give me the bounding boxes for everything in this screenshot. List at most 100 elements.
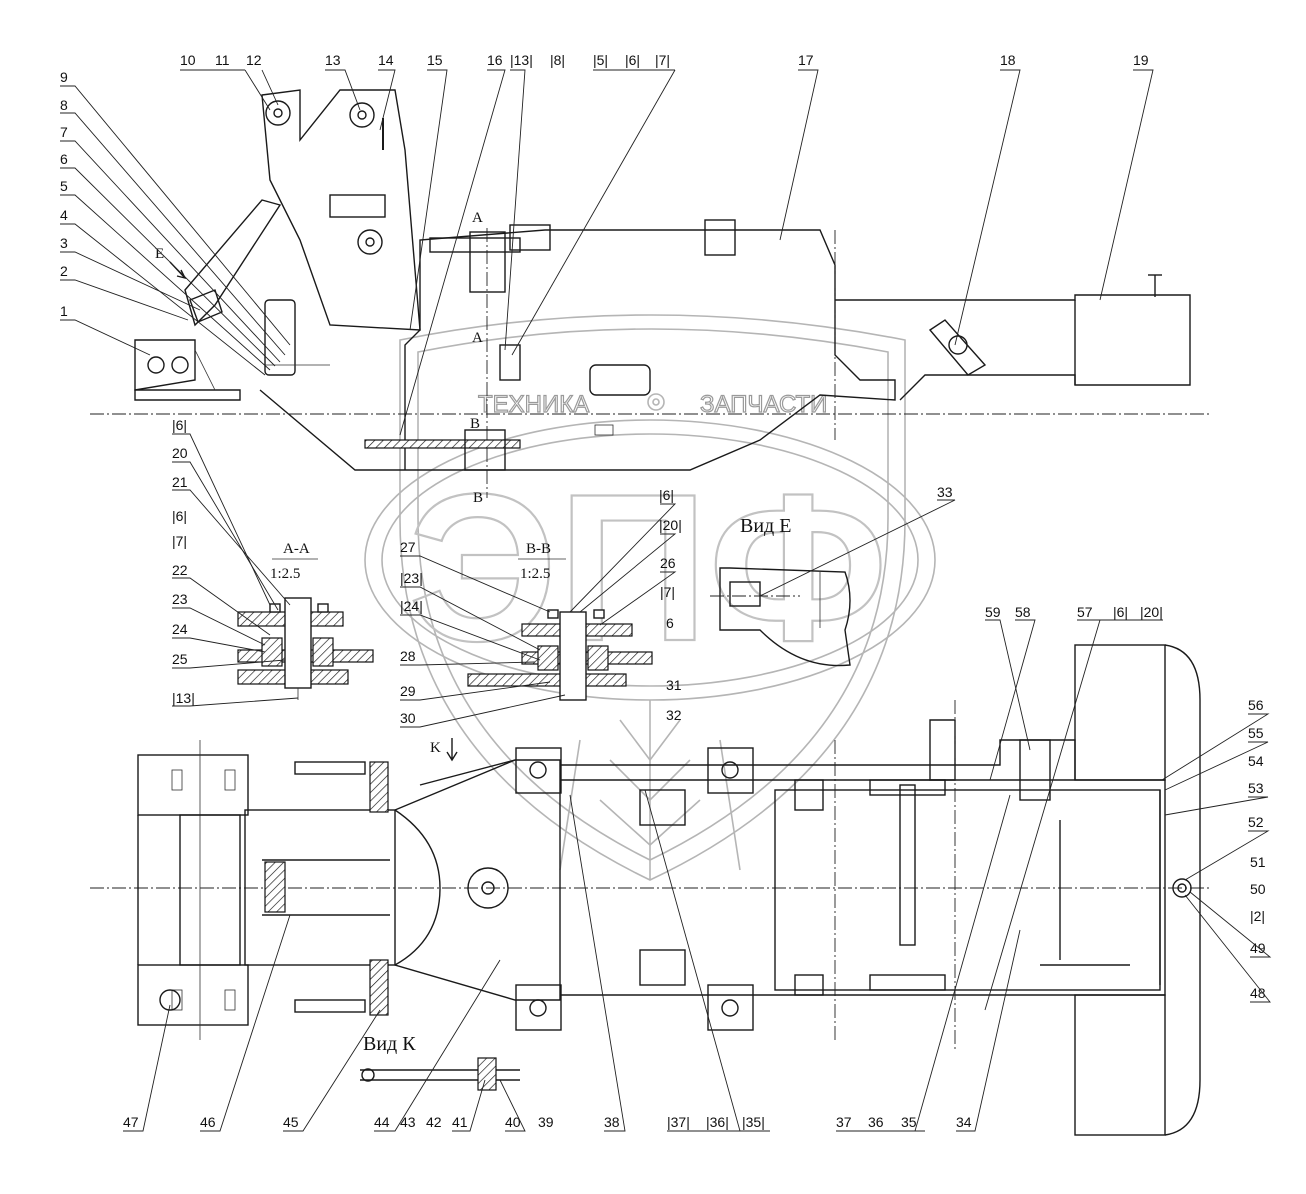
callout-51: 51: [1250, 854, 1266, 870]
callout-aa-23: 23: [172, 591, 188, 607]
callout-52: 52: [1248, 814, 1264, 830]
callout-9: 9: [60, 69, 68, 85]
callout-37b: |37|: [667, 1114, 690, 1130]
callout-rt-20: |20|: [1140, 604, 1163, 620]
callout-aa-20: 20: [172, 445, 188, 461]
callout-5b: |5|: [593, 52, 608, 68]
callout-46: 46: [200, 1114, 216, 1130]
section-aa-title: A-A: [283, 541, 310, 557]
callout-35b: |35|: [742, 1114, 765, 1130]
callout-42: 42: [426, 1114, 442, 1130]
callout-58: 58: [1015, 604, 1031, 620]
callout-10: 10: [180, 52, 196, 68]
callout-11: 11: [215, 52, 230, 68]
section-aa: A-A 1:2.5: [237, 541, 374, 700]
callout-aa-24: 24: [172, 621, 188, 637]
section-letter-a-bottom: A: [472, 330, 483, 346]
callout-aa-22: 22: [172, 562, 188, 578]
callout-45: 45: [283, 1114, 299, 1130]
callout-19: 19: [1133, 52, 1149, 68]
callout-aa-25: 25: [172, 651, 188, 667]
callout-4: 4: [60, 207, 68, 223]
gear-icon: [647, 393, 665, 411]
callout-aa-21: 21: [172, 474, 188, 490]
callout-48: 48: [1250, 985, 1266, 1001]
section-letter-a-top: A: [472, 210, 483, 226]
callout-37: 37: [836, 1114, 852, 1130]
callout-bb-27: 27: [400, 539, 416, 555]
callout-bb-24: |24|: [400, 598, 423, 614]
callout-2: 2: [60, 263, 68, 279]
callout-8: 8: [60, 97, 68, 113]
callout-bb-30: 30: [400, 710, 416, 726]
callout-13b: |13|: [510, 52, 533, 68]
callout-55: 55: [1248, 725, 1264, 741]
callout-12: 12: [246, 52, 262, 68]
callout-aa-13: |13|: [172, 690, 195, 706]
callout-47: 47: [123, 1114, 139, 1130]
callout-bb-7: |7|: [660, 584, 675, 600]
callout-bb-28: 28: [400, 648, 416, 664]
callout-53: 53: [1248, 780, 1264, 796]
callout-38: 38: [604, 1114, 620, 1130]
leader-lines: [60, 69, 1272, 1132]
callout-6: 6: [60, 151, 68, 167]
view-e-title: Вид Е: [740, 515, 791, 537]
callout-50: 50: [1250, 881, 1266, 897]
callout-16: 16: [487, 52, 503, 68]
section-letter-b-bottom: B: [473, 490, 483, 506]
callout-3: 3: [60, 235, 68, 251]
callout-41: 41: [452, 1114, 468, 1130]
callout-bb-6: |6|: [659, 487, 674, 503]
callout-13: 13: [325, 52, 341, 68]
callout-17: 17: [798, 52, 814, 68]
view-k-arrow: [446, 738, 458, 762]
callout-59: 59: [985, 604, 1001, 620]
section-bb: B-B 1:2.5: [467, 541, 653, 701]
side-view-frame: [90, 89, 1210, 498]
callout-bb-29: 29: [400, 683, 416, 699]
section-bb-title: B-B: [526, 541, 551, 557]
callout-14: 14: [378, 52, 394, 68]
callout-39: 39: [538, 1114, 554, 1130]
view-k-detail: [360, 1057, 520, 1091]
callout-bb-26: 26: [660, 555, 676, 571]
callout-aa-7: |7|: [172, 533, 187, 549]
callout-34: 34: [956, 1114, 972, 1130]
callout-56: 56: [1248, 697, 1264, 713]
section-aa-scale: 1:2.5: [270, 566, 300, 582]
callout-5: 5: [60, 178, 68, 194]
callout-bb-32: 32: [666, 707, 682, 723]
watermark-logo: ЭПФ: [408, 450, 888, 685]
view-k-title: Вид К: [363, 1033, 416, 1055]
callout-43: 43: [400, 1114, 416, 1130]
callout-1: 1: [60, 303, 68, 319]
callout-35: 35: [901, 1114, 917, 1130]
section-bb-scale: 1:2.5: [520, 566, 550, 582]
callout-7: 7: [60, 124, 68, 140]
callout-2r: |2|: [1250, 908, 1265, 924]
callout-36b: |36|: [706, 1114, 729, 1130]
plan-view-frame: [90, 644, 1210, 1136]
view-letter-k: K: [430, 740, 441, 756]
callout-40: 40: [505, 1114, 521, 1130]
callout-7b: |7|: [655, 52, 670, 68]
callout-15: 15: [427, 52, 443, 68]
view-letter-e: E: [155, 246, 164, 262]
callout-bb-20: |20|: [659, 517, 682, 533]
callout-aa-6b: |6|: [172, 508, 187, 524]
callout-bb-31: 31: [666, 677, 682, 693]
callout-rt-6: |6|: [1113, 604, 1128, 620]
callout-6b: |6|: [625, 52, 640, 68]
callout-44: 44: [374, 1114, 390, 1130]
callout-36: 36: [868, 1114, 884, 1130]
section-letter-b-top: B: [470, 416, 480, 432]
callout-bb-6c: 6: [666, 615, 674, 631]
callout-bb-23: |23|: [400, 570, 423, 586]
callout-18: 18: [1000, 52, 1016, 68]
callout-33: 33: [937, 484, 953, 500]
callout-8b: |8|: [550, 52, 565, 68]
callout-54: 54: [1248, 753, 1264, 769]
callout-57: 57: [1077, 604, 1093, 620]
